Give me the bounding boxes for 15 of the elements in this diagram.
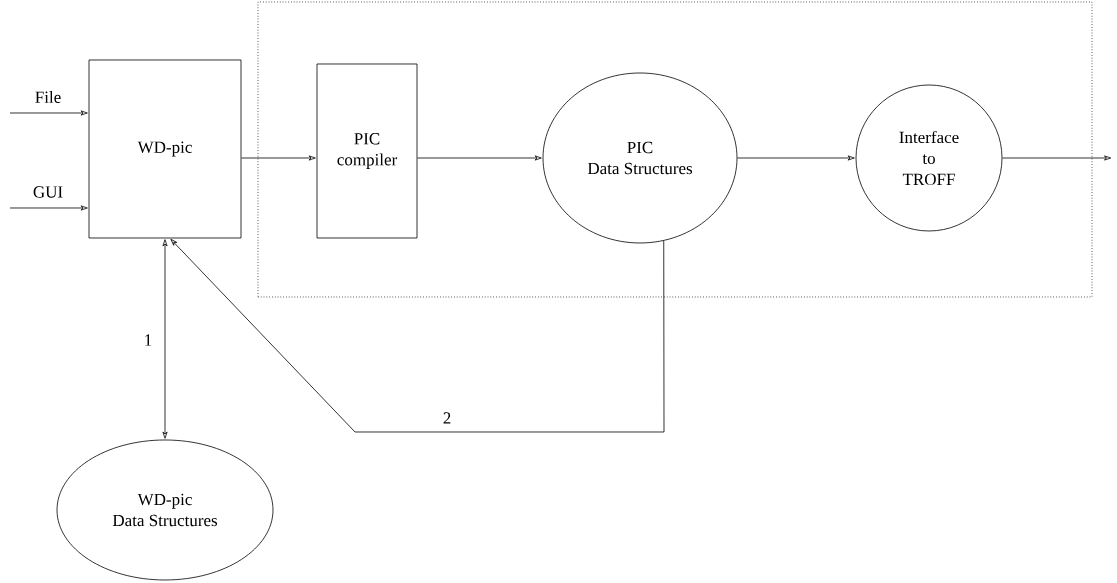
edge-label: File [35,91,61,103]
arrow [170,238,665,433]
arrow [1002,155,1112,161]
arrow [417,155,542,161]
arrow [9,110,88,116]
edge-label: 2 [443,412,451,424]
process-box: WD-pic [88,59,242,239]
arrow [241,155,316,161]
group-frame [257,1,1093,298]
edge-label: GUI [33,186,63,198]
edge-label: 1 [145,334,152,346]
process-box: PIC compiler [316,63,418,239]
arrow [9,205,88,211]
arrow [162,239,168,439]
arrow [737,155,855,161]
